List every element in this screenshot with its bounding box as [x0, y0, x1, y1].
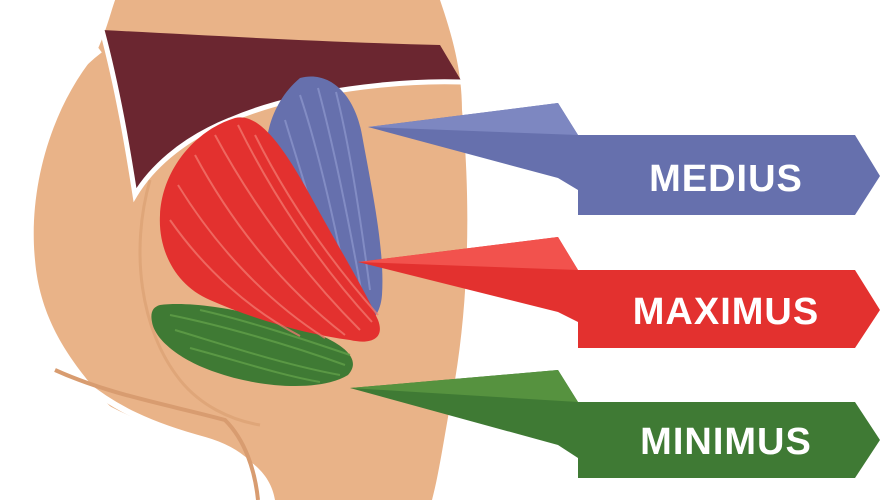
minimus-label: MINIMUS [640, 421, 812, 463]
medius-label: MEDIUS [649, 158, 803, 200]
maximus-label: MAXIMUS [633, 291, 819, 333]
